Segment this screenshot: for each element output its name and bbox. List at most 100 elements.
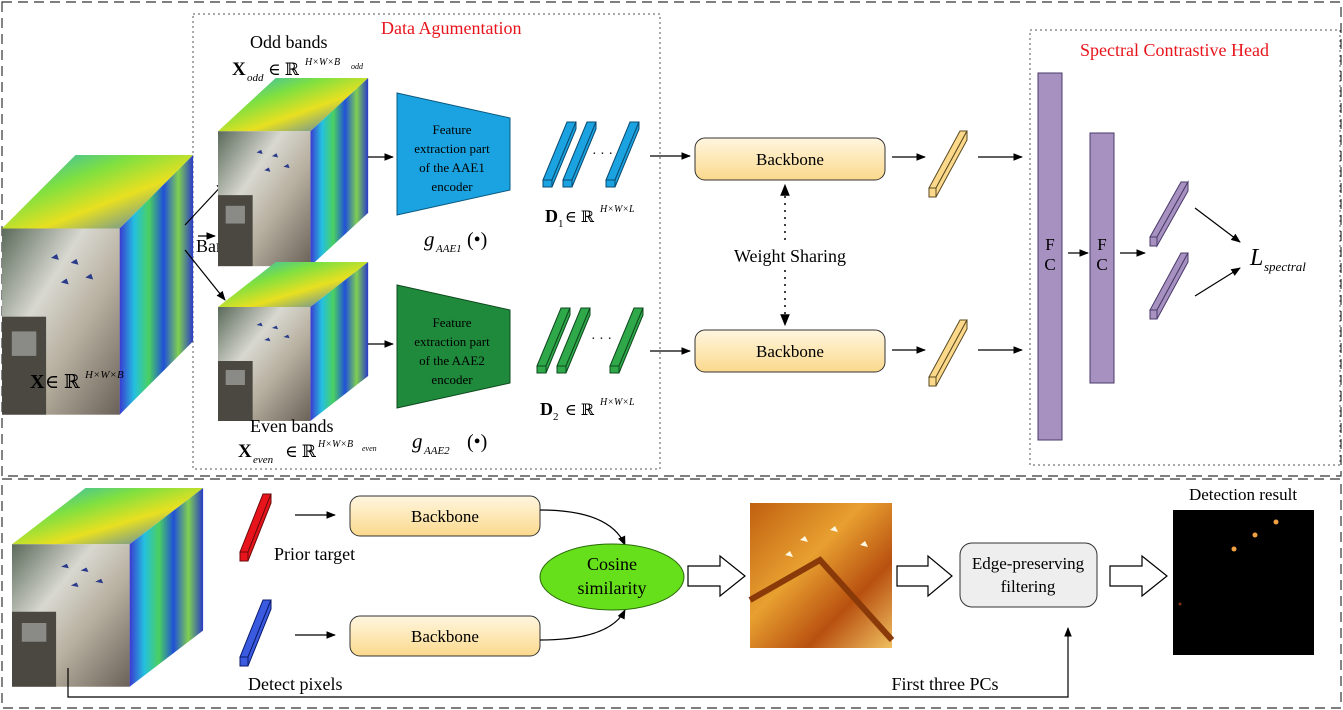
svg-text:2: 2 [553,411,559,423]
d2-ellipsis: · · · [591,332,612,347]
d2-feature-bars [536,307,644,374]
x-odd-math-label: X odd ∈ ℝ H×W×B odd [232,57,364,84]
svg-text:AAE2: AAE2 [423,445,450,457]
x-math-label: X ∈ ℝ H×W×B [30,369,124,393]
svg-text:Feature: Feature [433,315,472,330]
cosine-label-line2: similarity [578,578,647,598]
fc-layer-2 [1089,132,1115,384]
top-panel-frame [1,1,1342,477]
svg-text:H×W×L: H×W×L [599,397,635,408]
embedding-bars-top [928,130,968,198]
backbone-label-1: Backbone [756,150,824,169]
backbone-box-1 [694,137,886,181]
edge-label-line1: Edge-preserving [972,554,1085,573]
svg-text:D: D [545,206,558,226]
g-aae2-label: g AAE2 (•) [412,429,487,457]
proj1-to-loss-arrow [1194,207,1241,243]
aae2-encoder-trapezoid [396,284,511,409]
svg-text:∈ ℝ: ∈ ℝ [268,60,300,79]
detect-pixels-bar [239,599,272,667]
svg-text:encoder: encoder [431,179,473,194]
backbone-label-4: Backbone [411,627,479,646]
spectral-head-title: Spectral Contrastive Head [1080,40,1269,60]
cosine-to-map-arrow [687,554,746,598]
cosine-similarity-ellipse [539,543,685,611]
backbone-box-4 [349,615,541,657]
svg-text:X: X [232,59,246,80]
aae1-encoder-label: Feature extraction part of the AAE1 enco… [414,122,490,194]
svg-text:D: D [540,399,553,419]
backbone-box-3 [349,495,541,537]
fc-layer-2-label-f: F [1097,235,1106,254]
svg-text:∈ ℝ: ∈ ℝ [565,209,595,226]
svg-text:∈ ℝ: ∈ ℝ [45,372,80,393]
embedding-bars-bottom [928,319,968,387]
band-sampling-arrow-down [184,249,226,301]
first-three-pcs-arrow [67,627,1072,698]
g-aae1-label: g AAE1 (•) [424,227,487,255]
fc-layer-1-label-f: F [1045,235,1054,254]
proj2-to-loss-arrow [1194,267,1241,297]
odd-bands-cube [218,78,369,267]
bottom-input-cube [12,488,204,687]
svg-text:1: 1 [558,218,564,230]
svg-text:H×W×B: H×W×B [304,57,340,68]
svg-text:encoder: encoder [431,372,473,387]
detect-pixels-label: Detect pixels [248,674,342,694]
prior-target-label: Prior target [274,544,355,564]
backbone4-to-cosine-arrow [539,609,626,641]
svg-text:odd: odd [247,72,264,84]
svg-text:odd: odd [351,62,364,71]
backbone-box-2 [694,329,886,373]
svg-text:L: L [1249,245,1263,271]
cosine-label-line1: Cosine [587,554,637,574]
svg-text:∈ ℝ: ∈ ℝ [285,442,317,461]
svg-text:X: X [238,441,252,462]
d1-feature-bars [542,121,640,188]
fc-layer-1-label-c: C [1044,255,1055,274]
spectral-head-frame [1029,29,1341,466]
fc-layer-2-label-c: C [1096,255,1107,274]
svg-text:g: g [424,227,435,251]
prior-target-bar [239,493,272,562]
even-bands-label: Even bands [250,416,333,436]
svg-text:even: even [253,454,274,466]
svg-text:AAE1: AAE1 [435,243,462,255]
aae2-encoder-label: Feature extraction part of the AAE2 enco… [414,315,490,387]
svg-text:Feature: Feature [433,122,472,137]
svg-text:extraction part: extraction part [414,334,490,349]
d2-math-label: D 2 ∈ ℝ H×W×L [540,397,635,423]
weight-sharing-label: Weight Sharing [734,246,846,266]
map-to-filter-arrow [896,554,953,598]
detection-result-label: Detection result [1189,485,1297,504]
backbone-label-3: Backbone [411,507,479,526]
svg-text:∈ ℝ: ∈ ℝ [565,402,595,419]
d1-ellipsis: · · · [592,147,613,162]
svg-text:(•): (•) [467,229,487,251]
edge-label-line2: filtering [1001,577,1056,596]
loss-label: L spectral [1249,245,1306,274]
svg-text:H×W×B: H×W×B [84,369,124,381]
svg-text:even: even [362,444,377,453]
data-augmentation-title: Data Agumentation [381,18,521,38]
detection-result-image [1173,510,1314,655]
svg-text:g: g [412,429,423,453]
svg-text:H×W×B: H×W×B [317,439,353,450]
svg-text:extraction part: extraction part [414,141,490,156]
aae1-encoder-trapezoid [396,92,511,216]
filter-to-result-arrow [1109,554,1168,598]
svg-text:H×W×L: H×W×L [599,204,635,215]
first-three-pcs-label: First three PCs [891,674,998,694]
x-even-math-label: X even ∈ ℝ H×W×B even [238,439,377,466]
backbone3-to-cosine-arrow [539,509,626,546]
edge-preserving-filter-box [959,542,1098,608]
svg-text:spectral: spectral [1264,259,1306,274]
projection-bars [1149,180,1189,320]
fc-layer-1 [1037,72,1063,441]
even-bands-cube [218,262,369,421]
similarity-map-image [748,503,895,648]
backbone-label-2: Backbone [756,342,824,361]
d1-math-label: D 1 ∈ ℝ H×W×L [545,204,635,230]
